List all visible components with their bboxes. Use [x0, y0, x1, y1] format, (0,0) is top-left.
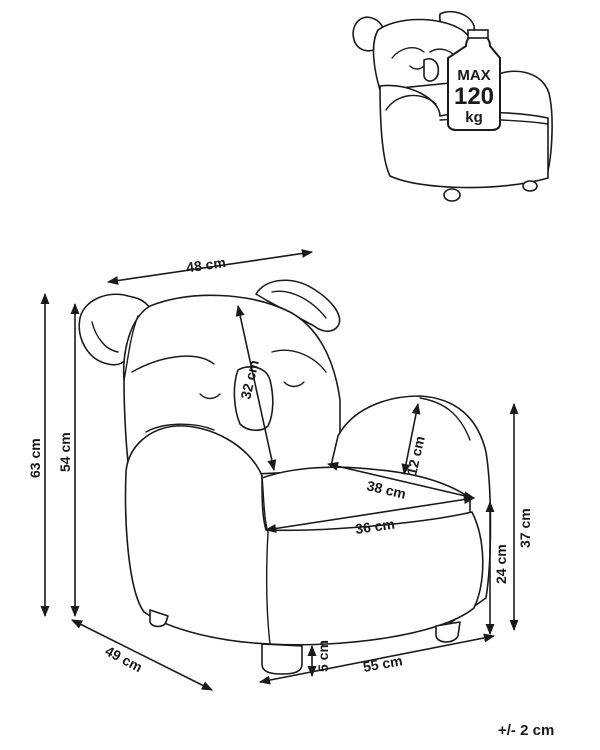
dim-leg-height: 5 cm	[315, 640, 331, 672]
main-chair-drawing	[78, 279, 492, 675]
front-right-leg	[435, 621, 461, 643]
thumbnail-chair-with-weight: MAX 120 kg	[352, 10, 553, 202]
thumb-chair-body	[379, 84, 549, 189]
dim-seat-height: 24 cm	[493, 544, 509, 584]
left-ear	[78, 293, 151, 366]
badge-line1: MAX	[457, 67, 490, 84]
dim-back-height: 54 cm	[57, 432, 73, 472]
dim-arm-height: 37 cm	[517, 508, 533, 548]
dimension-lines	[40, 249, 519, 691]
front-left-leg	[261, 643, 303, 675]
tolerance-note: +/- 2 cm	[498, 722, 555, 739]
dim-depth: 49 cm	[103, 643, 146, 676]
dim-total-height: 63 cm	[27, 438, 43, 478]
badge-line2: 120	[454, 83, 494, 110]
badge-line3: kg	[465, 109, 483, 126]
dim-width-top: 48 cm	[185, 254, 227, 275]
max-load-badge: MAX 120 kg	[447, 29, 501, 131]
dim-width-bottom: 55 cm	[362, 652, 404, 675]
dim-seat-width: 36 cm	[354, 516, 396, 537]
